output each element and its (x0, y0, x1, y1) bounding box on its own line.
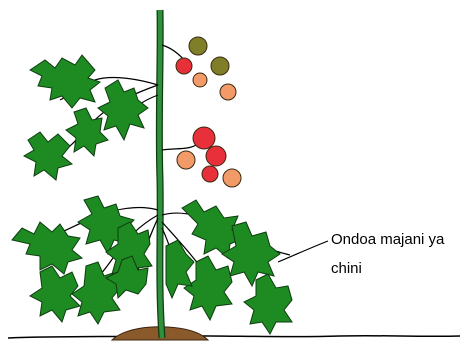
tomato (177, 151, 195, 169)
upper-left-leaf (24, 55, 148, 180)
tomato (202, 166, 218, 182)
tomato-truss-lower (177, 127, 241, 187)
lower-right-leaf (166, 200, 292, 334)
tomato (211, 57, 229, 75)
tomato (176, 58, 192, 74)
annotation-pointer (278, 241, 328, 262)
annotation-label-line1: Ondoa majani ya (331, 232, 444, 247)
ground-line (8, 336, 460, 338)
tomato (193, 127, 215, 149)
tomato-truss-upper (176, 37, 236, 100)
tomato (189, 37, 207, 55)
tomato (206, 146, 226, 166)
tomato (220, 84, 236, 100)
tomato (223, 169, 241, 187)
lower-left-leaf (12, 196, 152, 324)
annotation-label-line2: chini (331, 261, 362, 276)
tomato (193, 73, 207, 87)
